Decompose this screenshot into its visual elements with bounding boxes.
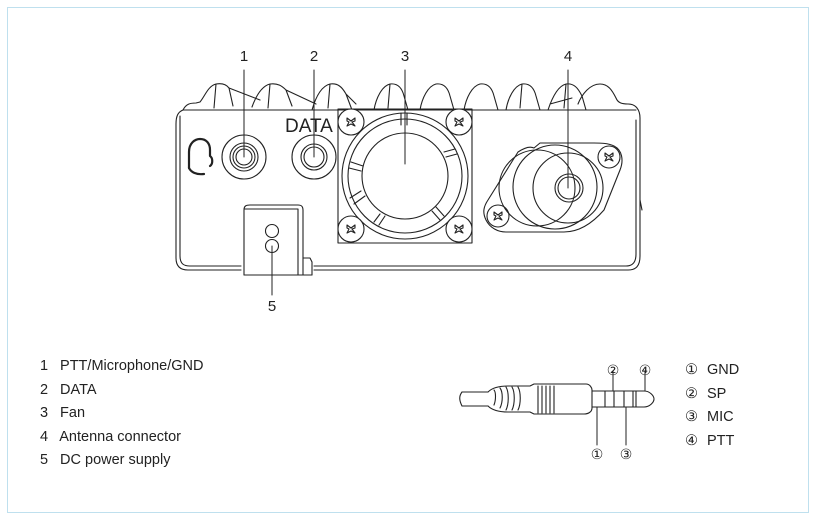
legend-number: 1 [40,358,49,374]
legend-item: 1 PTT/Microphone/GND [40,355,203,379]
legend-item: 4 Antenna connector [40,426,203,450]
fan-icon [337,108,473,244]
legend-item: 3 Fan [40,402,203,426]
pin-number: ④ [685,432,698,449]
pin-item: ② SP [685,383,739,407]
screw-icon [346,117,464,234]
pin-number: ③ [685,409,698,425]
legend-label: Fan [60,405,86,421]
audio-plug-icon [459,370,655,446]
pin-number: ② [685,385,698,402]
component-legend: 1 PTT/Microphone/GND 2 DATA 3 Fan 4 Ante… [40,355,203,473]
legend-label: DC power supply [60,452,171,468]
pin-label: SP [707,385,727,402]
legend-label: DATA [60,381,97,398]
callout-leaders [243,69,569,296]
pin-item: ④ PTT [685,430,739,454]
data-panel-label: DATA [285,116,333,137]
plug-callout-1: ① [591,447,604,463]
pin-label: GND [707,362,740,378]
headset-icon [187,137,214,176]
callout-5: 5 [268,298,276,315]
plug-callout-4: ④ [639,363,652,379]
radio-body-outline [175,109,641,271]
figure-frame [7,7,809,513]
pin-number: ① [685,362,698,378]
legend-item: 2 DATA [40,379,203,403]
heatsink-fins [182,83,641,119]
pin-label: PTT [707,432,735,449]
legend-number: 2 [40,381,49,398]
antenna-connector-icon [483,142,623,233]
pin-item: ③ MIC [685,406,739,430]
callout-3: 3 [401,48,409,65]
pin-label: MIC [707,409,734,425]
callout-1: 1 [240,48,248,65]
plug-pin-legend: ① GND ② SP ③ MIC ④ PTT [685,359,739,453]
callout-2: 2 [310,48,318,65]
legend-number: 4 [40,428,49,445]
legend-label: Antenna connector [59,428,181,445]
dc-power-connector[interactable] [243,204,313,276]
callout-4: 4 [564,48,572,65]
legend-label: PTT/Microphone/GND [60,358,204,374]
legend-item: 5 DC power supply [40,449,203,473]
legend-number: 5 [40,452,49,468]
pin-item: ① GND [685,359,739,383]
plug-callout-3: ③ [620,447,633,463]
plug-callout-2: ② [607,363,620,379]
legend-number: 3 [40,405,49,421]
